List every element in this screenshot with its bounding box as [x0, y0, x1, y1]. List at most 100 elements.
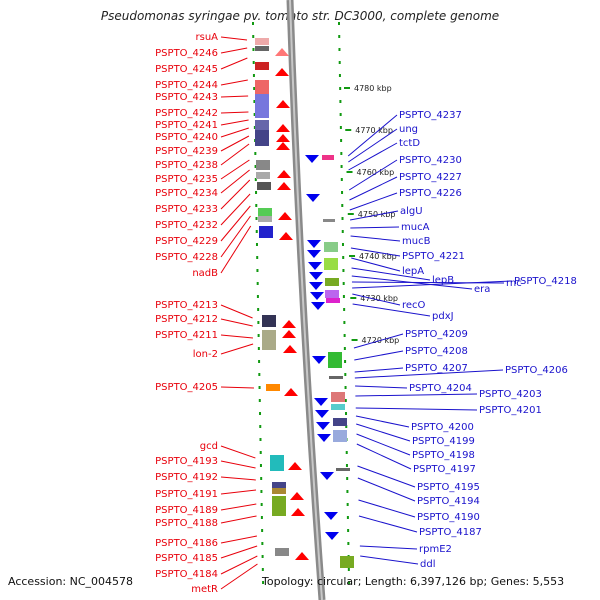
gene-label-pspto-4199: PSPTO_4199 [412, 436, 475, 447]
gene-block [256, 172, 270, 179]
leader-line [348, 142, 398, 171]
gene-label-lon-2: lon-2 [193, 349, 218, 360]
gene-label-pspto-4212: PSPTO_4212 [155, 314, 218, 325]
ruler-tick [261, 542, 264, 545]
leader-line [220, 169, 250, 194]
leader-line [220, 563, 258, 590]
gene-label-pspto-4192: PSPTO_4192 [155, 472, 218, 483]
ruler-tick [253, 100, 256, 103]
gene-label-pspto-4241: PSPTO_4241 [155, 120, 218, 131]
ruler-tick [256, 256, 259, 259]
leader-line [220, 57, 248, 70]
gene-label-pspto-4239: PSPTO_4239 [155, 146, 218, 157]
gene-block [328, 352, 342, 368]
left-leader-lines [220, 36, 258, 590]
ruler-tick [255, 204, 258, 207]
ruler-tick [344, 360, 347, 363]
scale-label: 4770 kbp [355, 126, 393, 135]
leader-line [220, 47, 248, 54]
leader-line [220, 555, 258, 575]
leader-line [352, 293, 401, 306]
leader-line [220, 460, 256, 469]
gene-block [322, 155, 334, 160]
reverse-gene-arrow [315, 410, 329, 418]
ruler-tick [341, 243, 344, 246]
ruler-tick [345, 464, 348, 467]
reverse-gene-arrow [324, 512, 338, 520]
leader-line [350, 235, 401, 242]
leader-line [359, 545, 418, 550]
ruler-tick [260, 503, 263, 506]
gene-block [255, 80, 269, 94]
ruler-tick [348, 581, 351, 584]
gene-block [258, 208, 272, 216]
gene-block [258, 216, 272, 222]
forward-gene-arrow [278, 212, 292, 220]
gene-block [331, 392, 345, 402]
gene-block [275, 548, 289, 556]
leader-line [220, 36, 248, 41]
leader-line [356, 443, 412, 470]
scale-label: 4760 kbp [357, 168, 395, 177]
leader-line [220, 386, 254, 389]
right-gene-labels: PSPTO_4237ungtctDPSPTO_4230PSPTO_4227PSP… [399, 110, 577, 570]
leader-line [220, 135, 250, 152]
ruler-tick [346, 490, 349, 493]
forward-gene-arrow [291, 508, 305, 516]
ruler-tick [252, 48, 255, 51]
backbone [286, 0, 326, 600]
ruler-tick [252, 61, 255, 64]
ruler-tick [342, 256, 345, 259]
ruler-tick [340, 178, 343, 181]
leader-line [353, 333, 404, 349]
ruler-tick [342, 295, 345, 298]
leader-line [360, 555, 419, 565]
forward-gene-arrow [277, 170, 291, 178]
gene-label-pspto-4228: PSPTO_4228 [155, 252, 218, 263]
ruler-tick [259, 438, 262, 441]
leader-line [220, 445, 256, 459]
ruler-tick [338, 35, 341, 38]
ruler-tick [262, 581, 265, 584]
gene-label-pspto-4240: PSPTO_4240 [155, 132, 218, 143]
gene-label-lepb: lepB [432, 275, 454, 286]
leader-line [357, 477, 416, 502]
leader-line [356, 423, 411, 442]
reverse-gene-arrow [320, 472, 334, 480]
gene-label-pspto-4184: PSPTO_4184 [155, 569, 218, 580]
ruler-tick [339, 87, 342, 90]
ruler-tick [255, 243, 258, 246]
gene-label-pspto-4187: PSPTO_4187 [419, 527, 482, 538]
gene-label-pspto-4189: PSPTO_4189 [155, 505, 218, 516]
gene-block [272, 496, 286, 516]
ruler-tick [341, 230, 344, 233]
ruler-tick [347, 542, 350, 545]
gene-label-pspto-4198: PSPTO_4198 [412, 450, 475, 461]
gene-label-pspto-4235: PSPTO_4235 [155, 174, 218, 185]
forward-gene-arrow [288, 462, 302, 470]
leader-line [220, 225, 252, 274]
leader-line [220, 545, 258, 559]
ruler-tick [345, 412, 348, 415]
gene-label-pspto-4205: PSPTO_4205 [155, 382, 218, 393]
ruler-tick [260, 516, 263, 519]
ruler-tick [343, 347, 346, 350]
ruler-tick [343, 321, 346, 324]
leader-line [220, 127, 249, 138]
scale-label: 4730 kbp [360, 294, 398, 303]
gene-label-pspto-4230: PSPTO_4230 [399, 155, 462, 166]
map-title: Pseudomonas syringae pv. tomato str. DC3… [100, 9, 500, 23]
leader-line [350, 226, 400, 229]
ruler-tick [342, 282, 345, 285]
gene-label-nadb: nadB [192, 268, 218, 279]
leader-line [354, 350, 404, 361]
gene-label-pspto-4245: PSPTO_4245 [155, 64, 218, 75]
ruler-tick [339, 126, 342, 129]
ruler-tick [346, 477, 349, 480]
gene-block [331, 404, 345, 410]
ruler-tick [252, 74, 255, 77]
forward-gene-arrow [276, 134, 290, 142]
gene-label-pspto-4208: PSPTO_4208 [405, 346, 468, 357]
gene-label-metr: metR [191, 584, 218, 595]
